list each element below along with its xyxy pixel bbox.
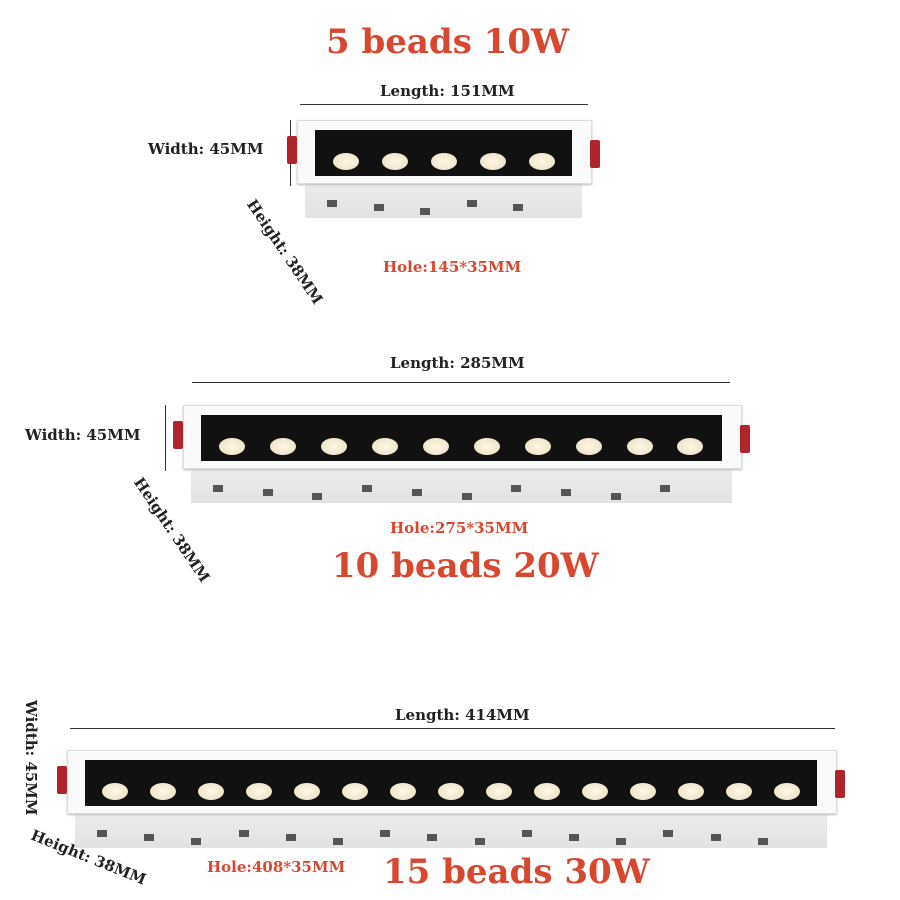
- led-bead: [430, 153, 457, 170]
- spring-clip: [835, 770, 845, 798]
- led-bead: [381, 153, 408, 170]
- led-bead: [198, 783, 224, 800]
- spring-clip: [173, 421, 183, 449]
- led-bead: [102, 783, 128, 800]
- led-bead: [486, 783, 512, 800]
- vent-slot: [461, 493, 472, 500]
- led-bead: [774, 783, 800, 800]
- vent-slot: [513, 204, 524, 211]
- spring-clip: [740, 425, 750, 453]
- spring-clip: [57, 766, 67, 794]
- led-bead: [524, 438, 551, 455]
- led-bead: [390, 783, 416, 800]
- led-bead: [219, 438, 246, 455]
- vent-slot: [757, 838, 768, 845]
- led-bead: [423, 438, 449, 455]
- led-bead: [438, 783, 464, 800]
- led-bead: [294, 783, 320, 800]
- vent-slot: [285, 834, 296, 841]
- vent-slot: [312, 493, 323, 500]
- length-label: Length: 414MM: [395, 706, 530, 724]
- length-label: Length: 285MM: [390, 354, 525, 372]
- length-line: [70, 728, 835, 729]
- vent-slot: [560, 489, 571, 496]
- led-bead: [582, 783, 608, 800]
- vent-slot: [411, 489, 422, 496]
- vent-slot: [420, 208, 431, 215]
- led-bead: [534, 783, 560, 800]
- width-label: Width: 45MM: [148, 140, 264, 158]
- width-label: Width: 45MM: [22, 700, 40, 816]
- led-bead: [528, 153, 555, 170]
- led-bead: [270, 438, 297, 455]
- led-bead: [575, 438, 602, 455]
- vent-slot: [373, 204, 384, 211]
- vent-slot: [262, 489, 273, 496]
- width-line: [165, 405, 166, 471]
- vent-slot: [213, 485, 223, 492]
- vent-slot: [97, 830, 107, 837]
- width-label: Width: 45MM: [25, 426, 141, 444]
- led-bead: [626, 438, 653, 455]
- product-title: 15 beads 30W: [383, 852, 650, 892]
- led-bead: [372, 438, 399, 455]
- vent-slot: [616, 838, 627, 845]
- vent-slot: [610, 493, 621, 500]
- vent-slot: [238, 830, 249, 837]
- vent-slot: [362, 485, 373, 492]
- spring-clip: [287, 136, 297, 164]
- length-label: Length: 151MM: [380, 82, 515, 100]
- led-bead: [473, 438, 500, 455]
- vent-slot: [333, 838, 343, 845]
- led-bead: [342, 783, 368, 800]
- vent-slot: [660, 485, 671, 492]
- vent-slot: [663, 830, 674, 837]
- led-bead: [726, 783, 752, 800]
- product-title: 5 beads 10W: [326, 22, 570, 62]
- led-bead: [150, 783, 176, 800]
- led-bead: [332, 153, 359, 170]
- hole-label: Hole:408*35MM: [207, 858, 346, 876]
- vent-slot: [511, 485, 522, 492]
- vent-slot: [427, 834, 438, 841]
- led-window: [85, 760, 817, 806]
- hole-label: Hole:145*35MM: [383, 258, 522, 276]
- vent-slot: [474, 838, 485, 845]
- product-title: 10 beads 20W: [332, 546, 599, 586]
- vent-slot: [191, 838, 202, 845]
- led-bead: [246, 783, 272, 800]
- vent-slot: [466, 200, 477, 207]
- led-bead: [479, 153, 506, 170]
- length-line: [192, 382, 730, 383]
- vent-slot: [327, 200, 337, 207]
- led-bead: [321, 438, 348, 455]
- vent-slot: [380, 830, 391, 837]
- vent-slot: [521, 830, 532, 837]
- led-window: [201, 415, 722, 461]
- spring-clip: [590, 140, 600, 168]
- led-bead: [678, 783, 704, 800]
- vent-slot: [569, 834, 579, 841]
- vent-slot: [144, 834, 155, 841]
- length-line: [300, 104, 588, 105]
- led-bead: [677, 438, 704, 455]
- led-bead: [630, 783, 656, 800]
- vent-slot: [710, 834, 721, 841]
- hole-label: Hole:275*35MM: [390, 519, 529, 537]
- led-window: [315, 130, 572, 176]
